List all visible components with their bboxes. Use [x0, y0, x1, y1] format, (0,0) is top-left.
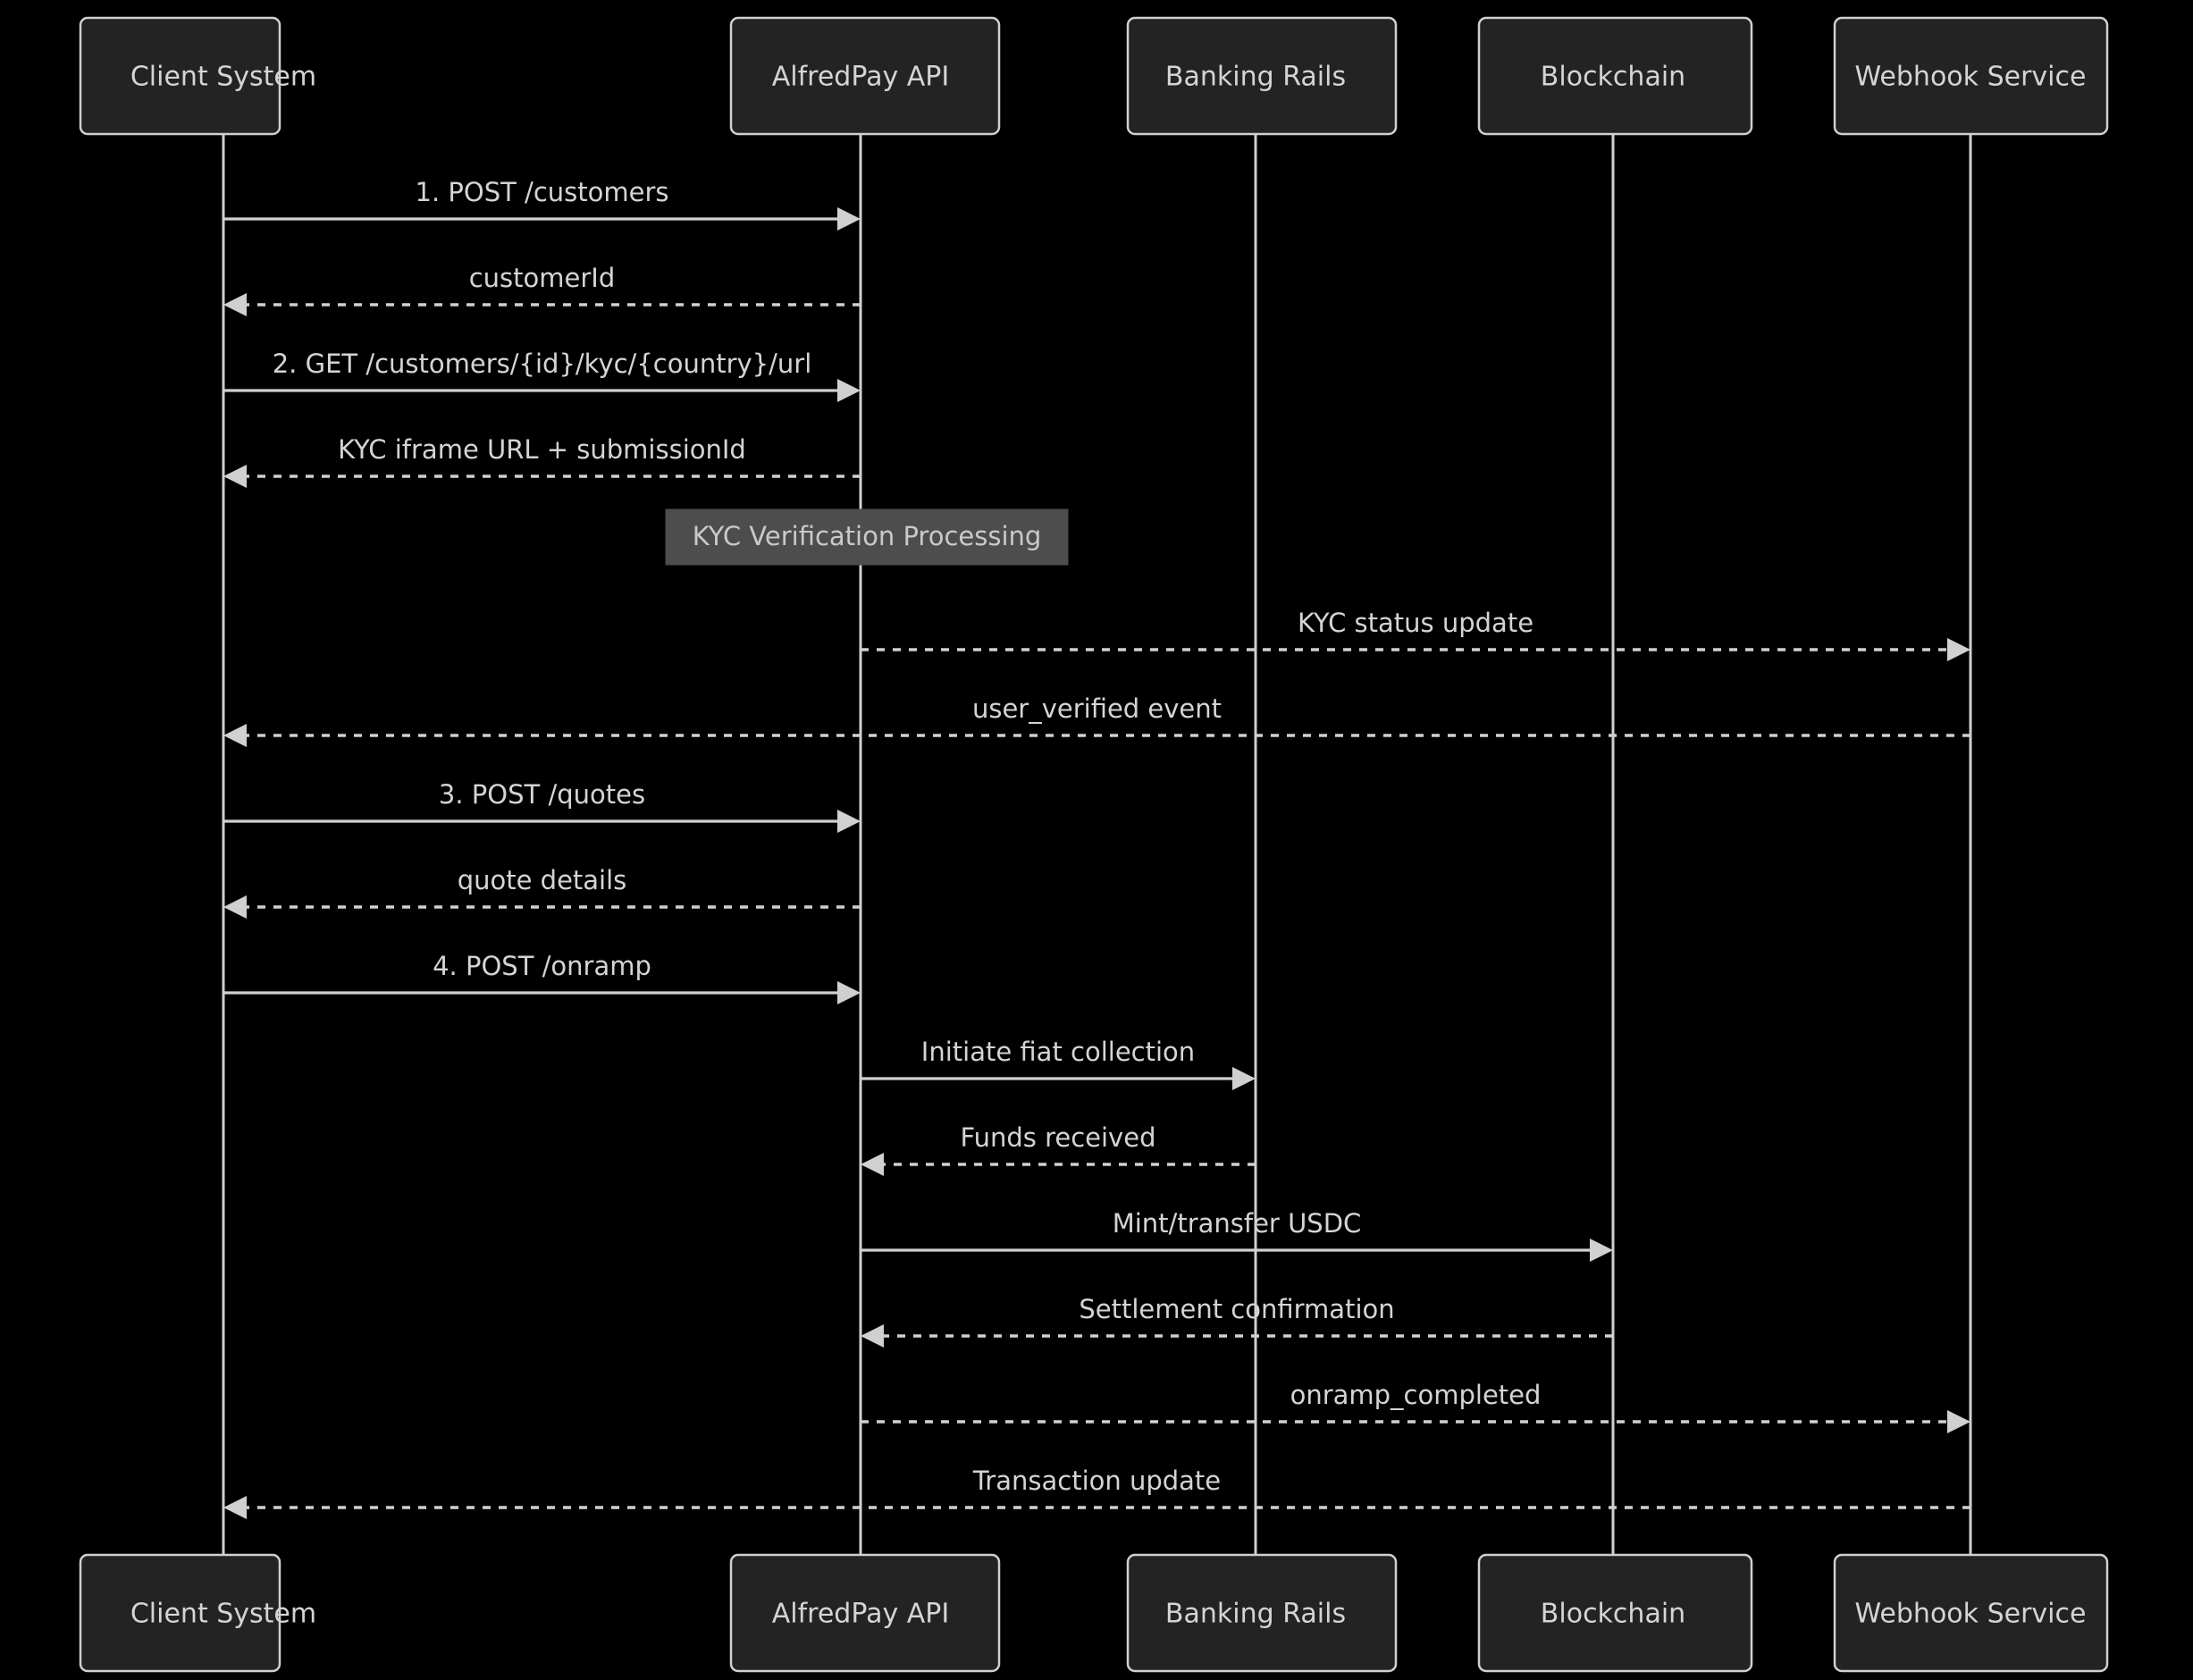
- note-box: [665, 508, 1069, 566]
- message-arrowhead: [861, 1324, 884, 1348]
- message-15-webhook-to-client: Transaction update: [223, 1466, 1970, 1519]
- participant-label: Webhook Service: [1855, 1599, 2087, 1630]
- participant-webhook-top[interactable]: Webhook Service: [1833, 16, 2109, 136]
- message-9-client-to-api: 4. POST /onramp: [223, 951, 861, 1004]
- message-8-api-to-client: quote details: [223, 865, 861, 919]
- participant-box: [79, 1553, 281, 1673]
- note-label: KYC Verification Processing: [693, 521, 1042, 551]
- message-6-webhook-to-client: user_verified event: [223, 693, 1970, 747]
- participant-box: [1126, 16, 1398, 136]
- message-label: 3. POST /quotes: [439, 779, 645, 810]
- message-arrowhead: [837, 810, 861, 833]
- message-label: 2. GET /customers/{id}/kyc/{country}/url: [273, 349, 812, 379]
- message-5-api-to-webhook: KYC status update: [861, 608, 1970, 661]
- message-2-api-to-client: customerId: [223, 263, 861, 316]
- message-arrowhead: [861, 1153, 884, 1176]
- message-11-banking-to-api: Funds received: [861, 1122, 1256, 1176]
- participant-box: [1477, 1553, 1753, 1673]
- message-arrowhead: [223, 895, 247, 919]
- participant-client-bottom[interactable]: Client System: [79, 1553, 316, 1673]
- message-label: Transaction update: [972, 1466, 1221, 1496]
- message-arrowhead: [1947, 1410, 1970, 1433]
- participant-box: [79, 16, 281, 136]
- message-arrowhead: [223, 293, 247, 316]
- message-10-api-to-banking: Initiate fiat collection: [861, 1037, 1256, 1090]
- message-arrowhead: [837, 379, 861, 402]
- participant-label: Blockchain: [1541, 62, 1685, 93]
- participant-box: [1477, 16, 1753, 136]
- participant-api-top[interactable]: AlfredPay API: [729, 16, 1001, 136]
- participant-box: [1126, 1553, 1398, 1673]
- message-12-api-to-chain: Mint/transfer USDC: [861, 1208, 1613, 1262]
- participant-box: [1833, 1553, 2109, 1673]
- participant-banking-top[interactable]: Banking Rails: [1126, 16, 1398, 136]
- message-label: Funds received: [961, 1122, 1156, 1153]
- message-arrowhead: [837, 981, 861, 1004]
- notes-layer: KYC Verification Processing: [665, 508, 1069, 566]
- participant-label: AlfredPay API: [772, 1599, 949, 1630]
- message-arrowhead: [223, 465, 247, 488]
- message-13-chain-to-api: Settlement confirmation: [861, 1294, 1613, 1348]
- message-label: Mint/transfer USDC: [1113, 1208, 1362, 1239]
- participant-chain-top[interactable]: Blockchain: [1477, 16, 1753, 136]
- participant-webhook-bottom[interactable]: Webhook Service: [1833, 1553, 2109, 1673]
- participant-box: [729, 16, 1001, 136]
- participant-label: AlfredPay API: [772, 62, 949, 93]
- participant-api-bottom[interactable]: AlfredPay API: [729, 1553, 1001, 1673]
- message-label: user_verified event: [972, 693, 1222, 724]
- message-label: onramp_completed: [1290, 1380, 1542, 1410]
- participant-label: Webhook Service: [1855, 62, 2087, 93]
- message-arrowhead: [1232, 1067, 1256, 1090]
- participant-label: Blockchain: [1541, 1599, 1685, 1630]
- participant-label: Client System: [130, 62, 316, 93]
- note-1: KYC Verification Processing: [665, 508, 1069, 566]
- message-label: Initiate fiat collection: [921, 1037, 1195, 1067]
- message-7-client-to-api: 3. POST /quotes: [223, 779, 861, 833]
- message-label: 4. POST /onramp: [433, 951, 651, 981]
- lifelines-layer: [222, 134, 1972, 1555]
- message-arrowhead: [223, 1496, 247, 1519]
- message-label: Settlement confirmation: [1079, 1294, 1394, 1324]
- message-arrowhead: [837, 207, 861, 231]
- participant-label: Client System: [130, 1599, 316, 1630]
- participant-box: [729, 1553, 1001, 1673]
- participant-label: Banking Rails: [1165, 62, 1346, 93]
- message-label: KYC iframe URL + submissionId: [338, 434, 746, 465]
- message-arrowhead: [223, 724, 247, 747]
- message-label: quote details: [458, 865, 627, 895]
- message-label: customerId: [469, 263, 616, 293]
- message-arrowhead: [1590, 1239, 1613, 1262]
- message-arrowhead: [1947, 638, 1970, 661]
- message-3-client-to-api: 2. GET /customers/{id}/kyc/{country}/url: [223, 349, 861, 402]
- message-14-api-to-webhook: onramp_completed: [861, 1380, 1970, 1433]
- participant-box: [1833, 16, 2109, 136]
- participant-chain-bottom[interactable]: Blockchain: [1477, 1553, 1753, 1673]
- message-label: KYC status update: [1298, 608, 1533, 638]
- message-label: 1. POST /customers: [416, 177, 669, 207]
- participant-banking-bottom[interactable]: Banking Rails: [1126, 1553, 1398, 1673]
- message-1-client-to-api: 1. POST /customers: [223, 177, 861, 231]
- participant-client-top[interactable]: Client System: [79, 16, 316, 136]
- messages-layer: 1. POST /customers customerId 2. GET /cust…: [223, 177, 1970, 1519]
- message-4-api-to-client: KYC iframe URL + submissionId: [223, 434, 861, 488]
- participant-label: Banking Rails: [1165, 1599, 1346, 1630]
